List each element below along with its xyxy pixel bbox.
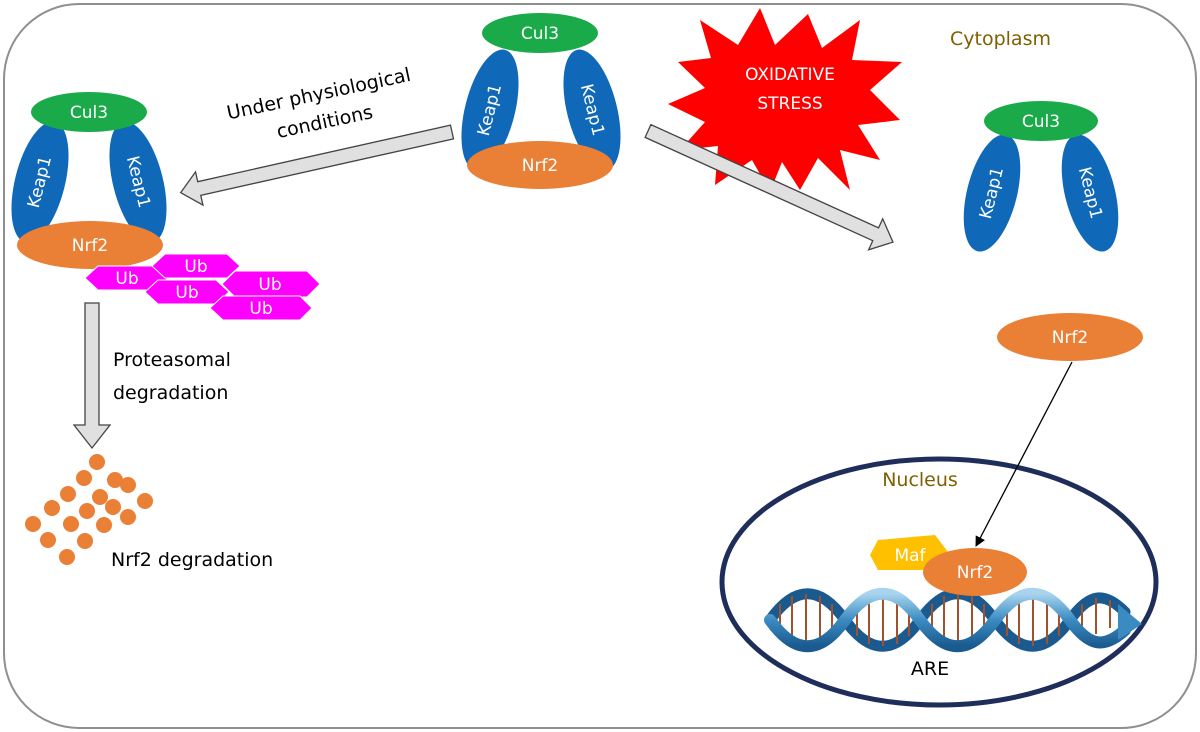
left-cul3 <box>31 92 147 132</box>
are-label: ARE <box>911 658 949 680</box>
degradation-dot <box>40 532 56 548</box>
translocation-arrow <box>975 361 1073 547</box>
left-nrf2-label: Nrf2 <box>72 236 109 256</box>
dna-helix <box>764 587 1142 653</box>
center-cul3 <box>482 13 598 53</box>
stress-star-shape <box>668 8 902 192</box>
left-keap1-left <box>11 121 69 243</box>
center-nrf2 <box>467 141 613 189</box>
maf-shape <box>870 535 948 570</box>
stress-label-line2: STRESS <box>757 94 822 114</box>
degradation-dot <box>105 499 121 515</box>
center-complex: Cul3 Keap1 Keap1 Nrf2 <box>461 13 621 189</box>
degradation-dot <box>77 533 93 549</box>
free-nrf2: Nrf2 <box>997 313 1143 361</box>
degradation-dot <box>107 472 123 488</box>
right-keap1-left <box>963 134 1021 252</box>
center-keap1-right <box>563 49 621 171</box>
arrow-to-degradation <box>72 302 112 450</box>
left-nrf2 <box>17 221 163 269</box>
right-cul3 <box>984 101 1098 141</box>
degradation-dot <box>96 517 112 533</box>
free-nrf2-shape <box>997 313 1143 361</box>
degradation-dot <box>137 493 153 509</box>
nrf2-degradation-label: Nrf2 degradation <box>111 549 273 571</box>
degradation-dot <box>79 503 95 519</box>
arrow-to-right-complex <box>644 123 894 251</box>
degradation-dot <box>76 470 92 486</box>
ub-tag-4 <box>221 270 321 298</box>
degradation-dot <box>63 516 79 532</box>
dna-arrowhead <box>1118 604 1142 640</box>
degradation-dot <box>44 500 60 516</box>
degradation-dot <box>60 486 76 502</box>
free-nrf2-label: Nrf2 <box>1052 328 1089 348</box>
degradation-dot <box>89 454 105 470</box>
center-cul3-label: Cul3 <box>521 24 559 44</box>
ub-tag-1-label: Ub <box>115 269 138 289</box>
ub-tag-4-label: Ub <box>258 275 281 295</box>
degradation-dot <box>92 489 108 505</box>
right-keap1-right <box>1061 134 1119 252</box>
left-cul3-label: Cul3 <box>70 103 108 123</box>
ub-tag-2 <box>151 253 241 279</box>
ub-tag-5-label: Ub <box>249 299 272 319</box>
left-complex: Cul3 Keap1 Keap1 Nrf2 <box>11 92 167 269</box>
left-keap1-right <box>109 121 167 243</box>
maf-nrf2-dimer: Maf Nrf2 <box>870 535 1027 596</box>
nucleus-label: Nucleus <box>882 469 958 491</box>
right-complex: Cul3 Keap1 Keap1 <box>963 101 1119 252</box>
nuclear-nrf2-shape <box>923 548 1027 596</box>
proteasomal-label-line1: Proteasomal <box>113 349 231 371</box>
cytoplasm-label: Cytoplasm <box>950 28 1051 50</box>
stress-label-line1: OXIDATIVE <box>745 65 835 85</box>
degradation-dot <box>59 549 75 565</box>
nuclear-nrf2-label: Nrf2 <box>957 563 994 583</box>
center-nrf2-label: Nrf2 <box>522 156 559 176</box>
dna-strand-front <box>764 587 1131 653</box>
center-keap1-left <box>461 49 519 171</box>
degradation-dot <box>120 477 136 493</box>
ub-tag-2-label: Ub <box>184 257 207 277</box>
maf-label: Maf <box>894 546 926 566</box>
ub-tag-3-label: Ub <box>175 283 198 303</box>
ubiquitin-chain: Ub Ub Ub Ub Ub <box>84 253 321 321</box>
nrf2-degradation-dots <box>25 454 153 565</box>
degradation-dot <box>25 516 41 532</box>
degradation-dot <box>120 509 136 525</box>
oxidative-stress-burst: OXIDATIVE STRESS <box>668 8 902 192</box>
arrow-to-left-complex <box>179 124 455 207</box>
ub-tag-5 <box>209 295 313 321</box>
proteasomal-label-line2: degradation <box>113 382 228 404</box>
right-cul3-label: Cul3 <box>1022 112 1060 132</box>
